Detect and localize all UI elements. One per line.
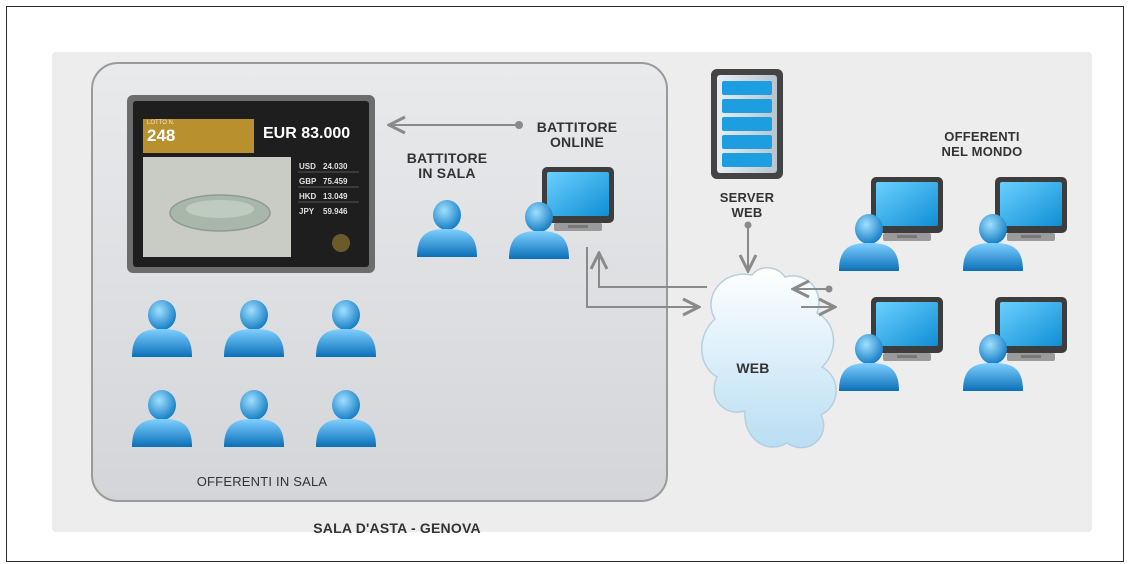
lot-caption: LOTTO N. <box>147 120 175 126</box>
online-auctioneer-monitor-icon <box>542 167 614 231</box>
connector-dot <box>515 121 523 129</box>
auction-display <box>127 95 375 273</box>
lot-panel <box>143 119 254 153</box>
room-bidders-label: OFFERENTI IN SALA <box>196 474 328 489</box>
web-cloud-icon <box>701 267 837 449</box>
price-value: 83.000 <box>301 125 351 142</box>
lot-number: 248 <box>147 126 176 145</box>
arrow-online-to-web <box>586 247 697 307</box>
price-currency: EUR <box>263 125 297 142</box>
web-label: WEB <box>736 360 770 376</box>
web-server-icon <box>711 69 783 179</box>
world-bidders-label: OFFERENTI NEL MONDO <box>941 129 1023 159</box>
diagram-canvas <box>91 62 1067 502</box>
auction-room-title: SALA D'ASTA - GENOVA <box>313 520 481 536</box>
online-auctioneer-label: BATTITORE ONLINE <box>536 119 618 150</box>
auction-house-logo <box>332 234 350 252</box>
server-label: SERVER WEB <box>719 190 775 220</box>
auctioneer-in-room-label: BATTITORE IN SALA <box>406 150 488 181</box>
arrow-web-to-online <box>599 255 707 288</box>
